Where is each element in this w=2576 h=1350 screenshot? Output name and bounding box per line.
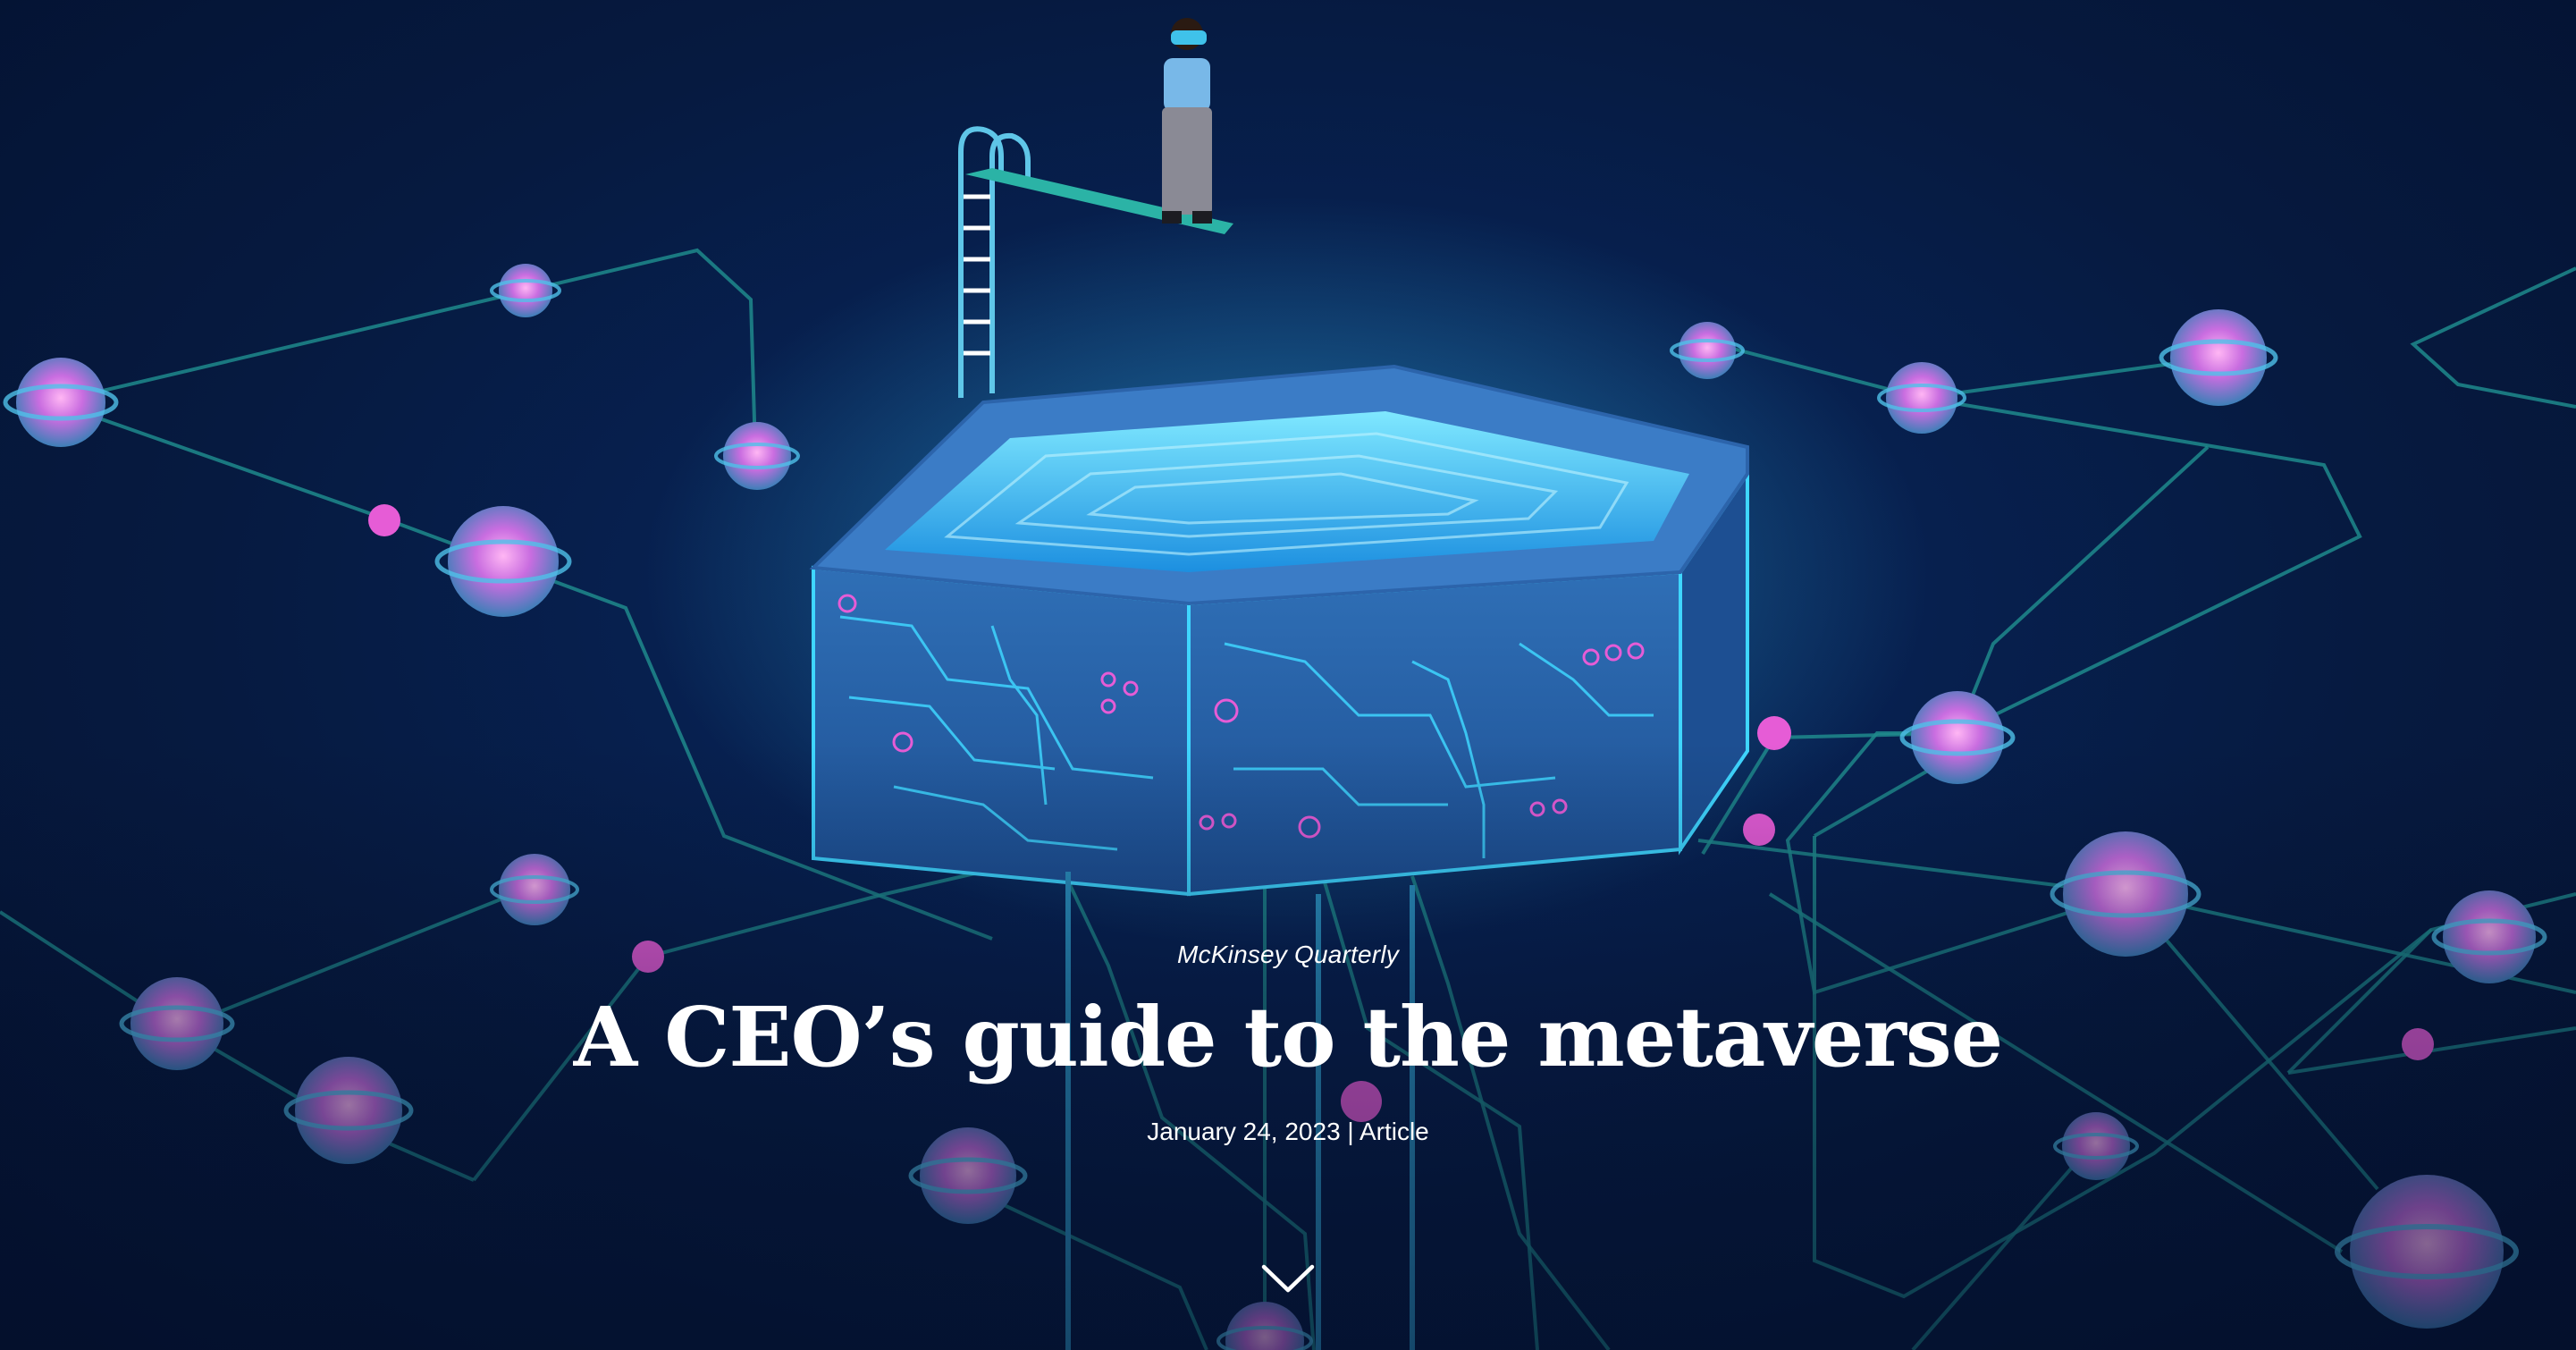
article-meta: January 24, 2023 | Article (0, 1118, 2576, 1146)
article-type: Article (1359, 1118, 1429, 1145)
article-header: McKinsey Quarterly A CEO’s guide to the … (0, 941, 2576, 1146)
chevron-down-icon (1261, 1264, 1315, 1293)
scroll-down-button[interactable] (1257, 1259, 1319, 1298)
article-date: January 24, 2023 (1147, 1118, 1341, 1145)
meta-separator: | (1347, 1118, 1354, 1145)
article-title: A CEO’s guide to the metaverse (573, 989, 2003, 1085)
vr-person (1162, 18, 1212, 224)
publication-link[interactable]: McKinsey Quarterly (1177, 941, 1399, 968)
